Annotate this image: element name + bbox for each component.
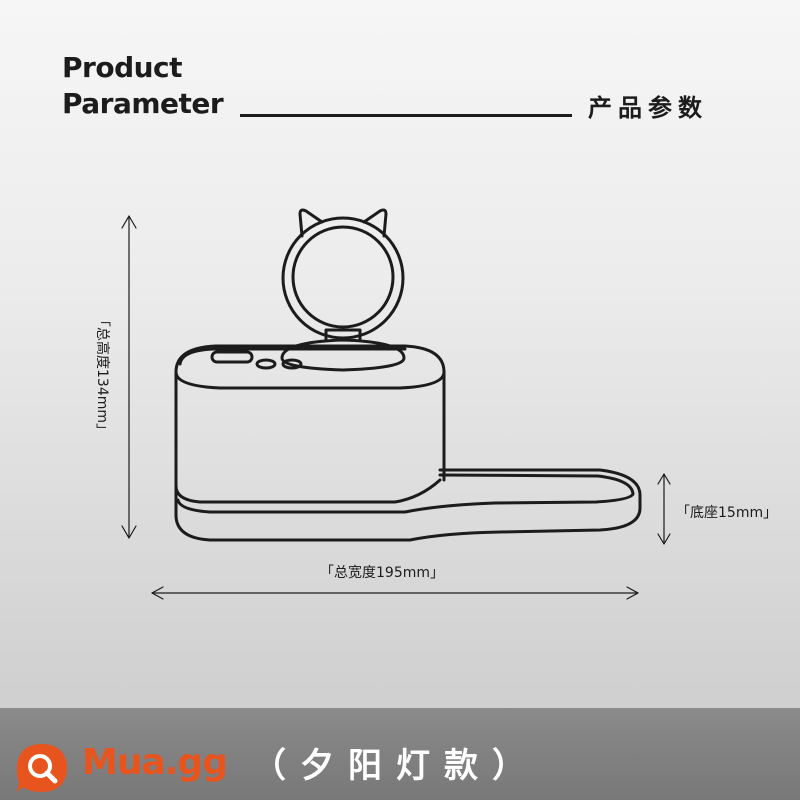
- width-dimension-line: [151, 586, 639, 600]
- top-buttons: [210, 350, 303, 370]
- cylinder-body: [174, 344, 446, 502]
- title-chinese: 产品参数: [588, 94, 708, 122]
- product-parameter-title: Product Parameter: [62, 50, 224, 122]
- ring-lamp: [281, 208, 405, 340]
- height-label-text: 「总高度134mm」: [94, 313, 110, 437]
- base-dimension-line: [657, 473, 671, 545]
- title-divider: [240, 114, 572, 117]
- base-tray: [174, 468, 642, 542]
- width-label: 「总宽度195mm」: [320, 565, 444, 581]
- watermark-text: Mua.gg: [82, 742, 228, 783]
- title-line-2: Parameter: [62, 87, 224, 120]
- variant-label: （夕阳灯款）: [252, 746, 540, 786]
- height-dimension-line: [121, 215, 137, 539]
- search-icon: [17, 744, 67, 792]
- footer-bar: Mua.gg （夕阳灯款）: [0, 708, 800, 800]
- title-line-1: Product: [62, 51, 183, 84]
- base-height-label: 「底座15mm」: [676, 505, 778, 521]
